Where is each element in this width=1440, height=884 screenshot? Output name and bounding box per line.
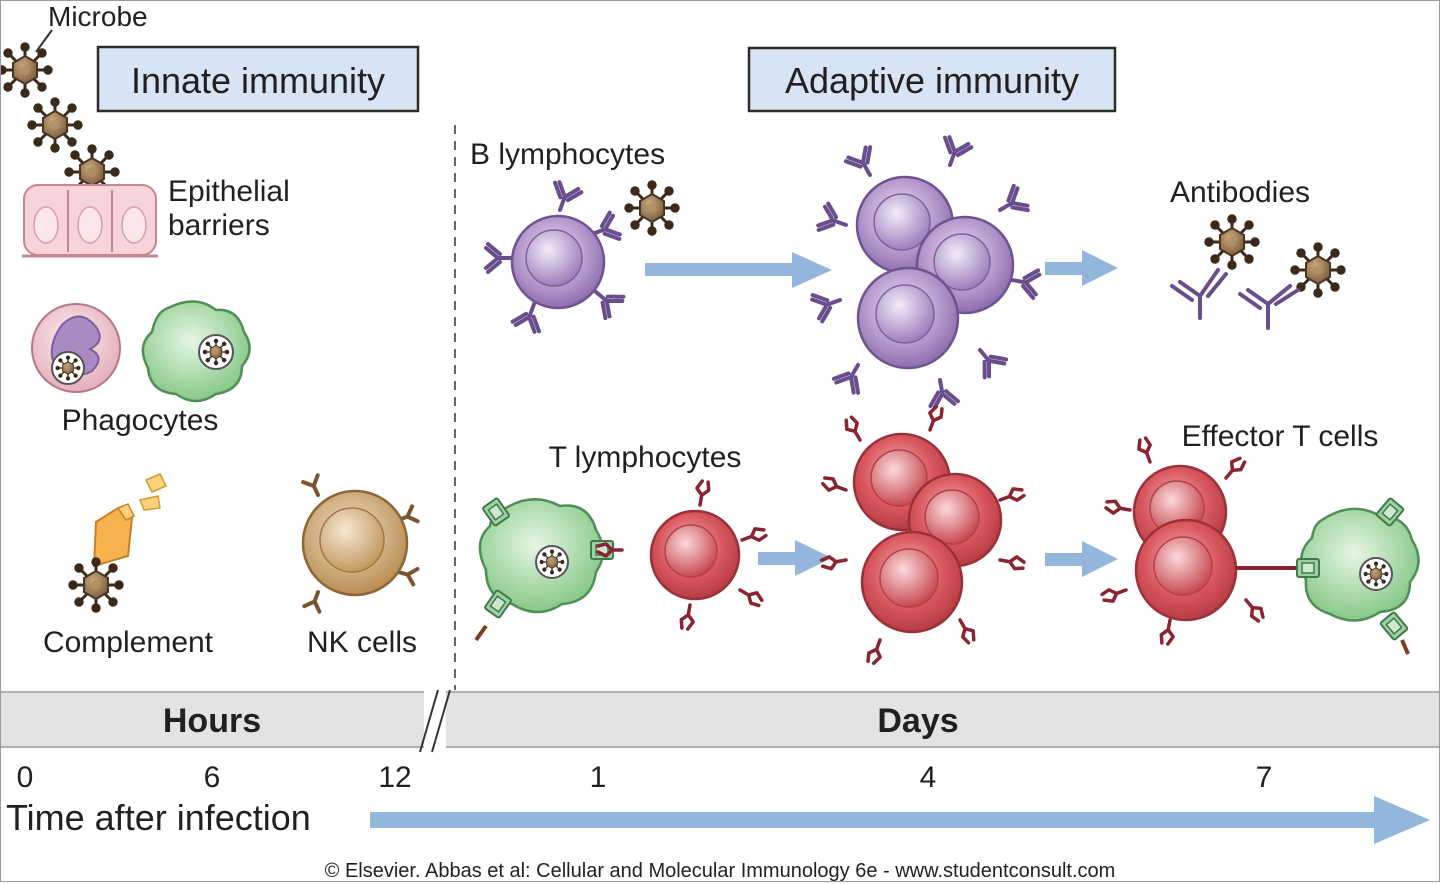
nk-cells-label: NK cells (307, 626, 417, 659)
antibodies-label: Antibodies (1170, 176, 1310, 209)
tick-label: 0 (17, 761, 34, 794)
neutrophil-icon (31, 303, 121, 393)
phagocytes-label: Phagocytes (62, 404, 219, 437)
arrow-clone-to-effector (1045, 541, 1118, 577)
tick-label: 4 (920, 761, 937, 794)
time-axis-label: Time after infection (6, 797, 311, 838)
antibodies-icon (1170, 214, 1346, 330)
arrow-plasma-to-antibodies (1045, 250, 1118, 286)
b-lymphocyte-icon (484, 178, 627, 336)
microbe-icon (0, 42, 53, 98)
epithelial-label-2: barriers (168, 209, 270, 242)
axis-break (419, 688, 451, 753)
microbe-icon (27, 97, 83, 153)
nk-cell-icon (301, 473, 420, 614)
b-cell-cluster-icon (808, 133, 1043, 411)
tick-label: 7 (1256, 761, 1273, 794)
microbe-icon (624, 180, 680, 236)
time-axis-arrow (370, 796, 1430, 844)
arrow-t-to-clone (758, 540, 832, 576)
adaptive-header-box (747, 46, 1117, 113)
tick-label: 12 (378, 761, 411, 794)
tick-label: 6 (204, 761, 221, 794)
antigen-presenting-cell-icon (474, 496, 614, 642)
innate-header: Innate immunity (131, 60, 385, 101)
effector-t-cells-icon (1099, 435, 1420, 655)
microbe-icon (68, 557, 124, 613)
microbe-label: Microbe (48, 1, 148, 32)
copyright-credit: © Elsevier. Abbas et al: Cellular and Mo… (325, 860, 1116, 882)
effector-t-cells-label: Effector T cells (1182, 420, 1379, 453)
microbe-pointer (35, 29, 53, 53)
hours-label: Hours (163, 702, 261, 740)
macrophage-icon (141, 300, 251, 403)
timeline-band (0, 691, 1440, 748)
epithelial-label-1: Epithelial (168, 175, 290, 208)
arrow-b-to-plasma (645, 252, 832, 288)
t-cell-cluster-icon (819, 403, 1027, 667)
b-lymphocytes-label: B lymphocytes (470, 138, 665, 171)
tick-label: 1 (590, 761, 607, 794)
days-label: Days (877, 702, 958, 740)
t-lymphocytes-label: T lymphocytes (549, 441, 742, 474)
adaptive-header: Adaptive immunity (785, 60, 1079, 101)
complement-fragments-icon (92, 473, 168, 568)
epithelial-cells-icon (22, 184, 158, 258)
t-lymphocyte-icon (596, 478, 769, 632)
complement-label: Complement (43, 626, 214, 659)
innate-header-box (96, 45, 420, 113)
